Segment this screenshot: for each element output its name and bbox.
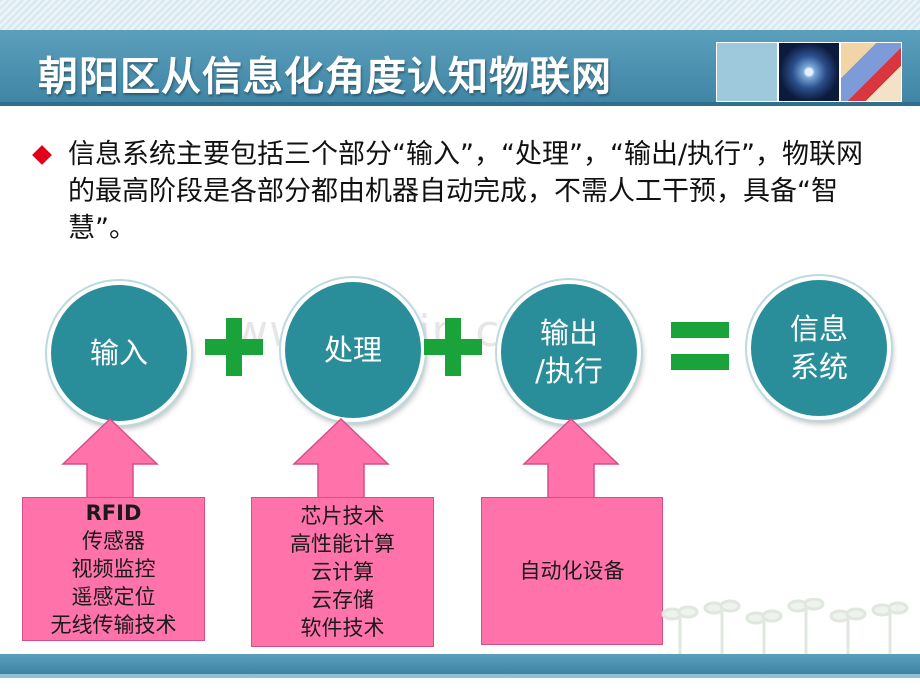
sprouts-decoration: [661, 598, 909, 658]
circle-input-label: 输入: [89, 336, 148, 370]
tech-item: 遥感定位: [71, 585, 156, 609]
arrow-up-process: [292, 417, 390, 500]
tech-item: 高性能计算: [290, 532, 395, 556]
input-technologies-box: RFID 传感器 视频监控 遥感定位 无线传输技术: [22, 497, 205, 641]
header-thumbnail-collage: [840, 42, 902, 102]
tech-item: 无线传输技术: [50, 613, 177, 637]
footer-bar: [0, 654, 920, 674]
tech-item: 云计算: [311, 560, 374, 584]
arrow-up-output: [522, 417, 620, 500]
circle-system-label-line2: 系统: [789, 350, 848, 384]
circle-output-label-line2: /执行: [535, 354, 603, 388]
circle-output-label-line1: 输出: [539, 316, 598, 350]
tech-item: RFID: [85, 501, 142, 525]
equals-icon: [671, 322, 729, 372]
header-decor-stripe: [0, 0, 920, 32]
tech-item: 自动化设备: [519, 559, 625, 583]
process-technologies-box: 芯片技术 高性能计算 云计算 云存储 软件技术: [251, 497, 434, 647]
tech-item: 视频监控: [71, 557, 156, 581]
circle-input: 输入: [47, 281, 191, 425]
bullet-diamond-icon: [32, 145, 52, 165]
arrow-up-input: [61, 417, 159, 500]
circle-information-system: 信息 系统: [747, 276, 891, 420]
footer-line: [0, 674, 920, 678]
header-thumbnail-blank: [716, 42, 778, 102]
tech-item: 云存储: [311, 588, 374, 612]
circle-output: 输出 /执行: [497, 280, 641, 424]
page-title: 朝阳区从信息化角度认知物联网: [38, 54, 612, 100]
intro-paragraph: 信息系统主要包括三个部分“输入”，“处理”，“输出/执行”，物联网的最高阶段是各…: [68, 139, 864, 244]
output-technologies-box: 自动化设备: [481, 497, 663, 645]
tech-item: 软件技术: [300, 616, 385, 640]
tech-item: 芯片技术: [300, 504, 385, 528]
plus-icon: [424, 318, 482, 376]
plus-icon: [205, 318, 263, 376]
tech-item: 传感器: [82, 529, 145, 553]
circle-process-label: 处理: [323, 333, 382, 367]
header-thumbnail-globe: [778, 42, 840, 102]
circle-system-label-line1: 信息: [789, 312, 848, 346]
circle-process: 处理: [281, 278, 425, 422]
